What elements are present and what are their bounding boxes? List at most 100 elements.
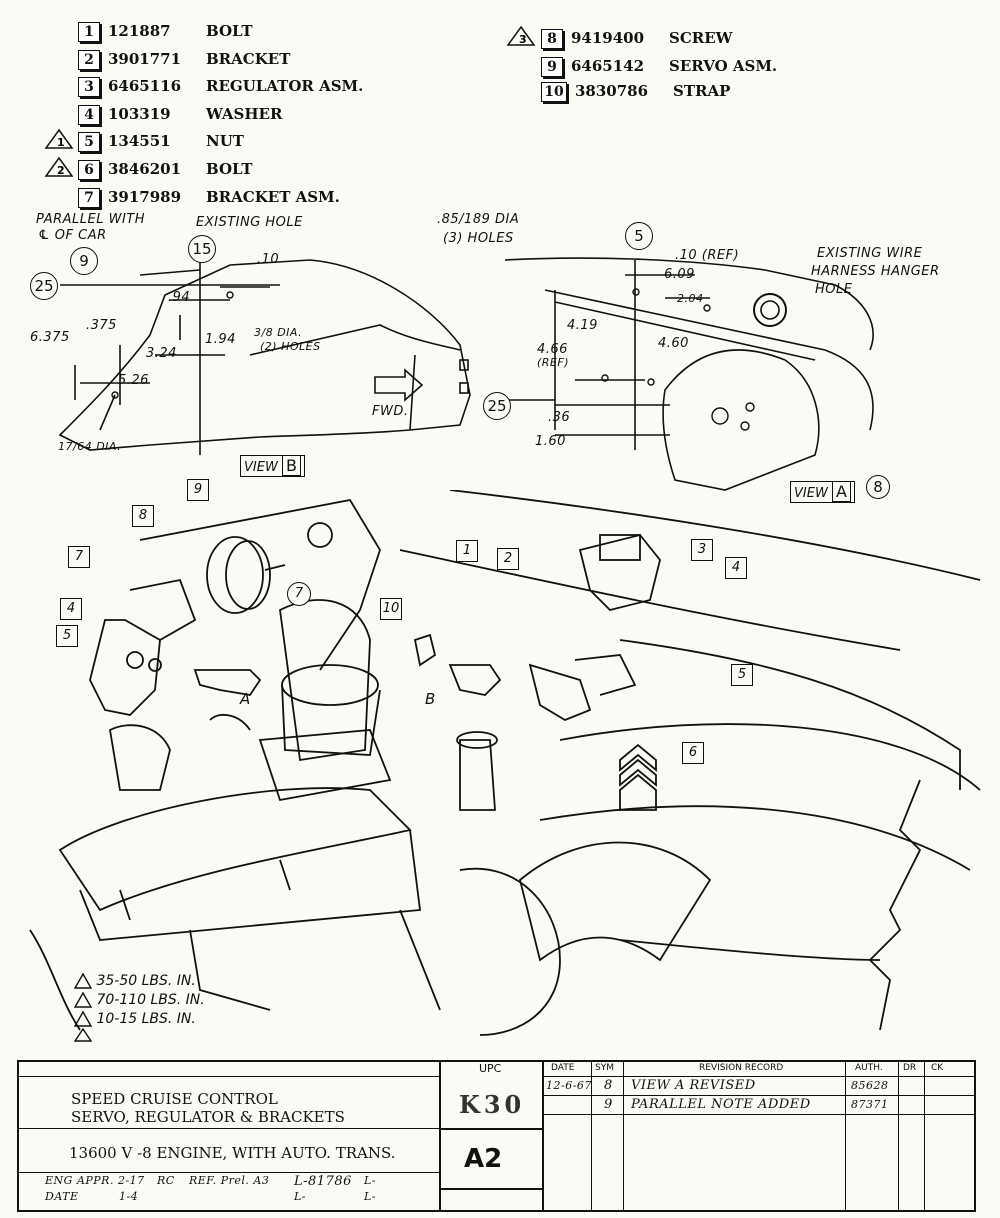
part-name: BRACKET (206, 50, 291, 68)
torque-note-triangle: 1 (44, 128, 74, 149)
parts-row: 10 3830786 STRAP (541, 80, 730, 102)
header-date: DATE (551, 1063, 575, 1073)
header-auth: AUTH. (855, 1063, 883, 1073)
parts-row: 2 3901771 BRACKET (78, 48, 290, 70)
part-number: 3830786 (575, 82, 649, 100)
callout-box: 3 (691, 539, 713, 561)
drawing-subtitle: SERVO, REGULATOR & BRACKETS (71, 1108, 345, 1126)
callout-box: 4 (60, 598, 82, 620)
existing-hole-note: EXISTING HOLE (196, 215, 303, 230)
torque-note: 70-110 LBS. IN. (73, 991, 205, 1008)
wire-note: HARNESS HANGER (811, 264, 940, 279)
l-field: L- (294, 1190, 307, 1203)
triangle-icon (73, 991, 93, 1008)
view-letter: A (831, 481, 851, 502)
torque-note: 10-15 LBS. IN. (73, 1010, 196, 1027)
part-index: 10 (541, 82, 567, 102)
date-value: 1-4 (119, 1190, 139, 1203)
part-index: 8 (541, 29, 563, 49)
part-name: BOLT (206, 160, 253, 178)
dimension-label: 1.60 (535, 434, 566, 449)
dimension-label: .94 (168, 290, 191, 305)
part-number: 3917989 (108, 188, 182, 206)
part-number: 134551 (108, 132, 171, 150)
torque-text: 70-110 LBS. IN. (96, 992, 205, 1008)
parts-row: 8 9419400 SCREW (541, 27, 733, 49)
view-letter: B (281, 455, 301, 476)
part-name: SCREW (669, 29, 733, 47)
dimension-label: 2.04 (677, 292, 704, 305)
view-word: VIEW (244, 460, 278, 475)
forward-label: FWD. (372, 404, 409, 419)
eng-approval: ENG APPR. 2-17 (45, 1174, 145, 1187)
part-name: WASHER (206, 105, 283, 123)
callout-box: 2 (497, 548, 519, 570)
header-dr: DR (903, 1063, 917, 1073)
dimension-label: 5.26 (118, 373, 149, 388)
l-field: L- (364, 1190, 377, 1203)
hole-note: (2) HOLES (260, 340, 321, 353)
dimension-label: .10 (REF) (675, 248, 740, 263)
view-word: VIEW (794, 486, 828, 501)
holes-note: (3) HOLES (443, 231, 514, 246)
section-code: A2 (464, 1144, 503, 1174)
torque-text: 10-15 LBS. IN. (96, 1011, 196, 1027)
callout-box: 10 (380, 598, 402, 620)
parallel-note: PARALLEL WITH (36, 212, 145, 227)
revision-text: PARALLEL NOTE ADDED (631, 1097, 811, 1112)
part-number: 6465116 (108, 77, 182, 95)
arrow-a-label: A (240, 690, 251, 708)
note-number: 1 (57, 136, 65, 149)
part-index: 4 (78, 105, 100, 125)
dimension-label: 3.24 (146, 346, 177, 361)
part-index: 6 (78, 160, 100, 180)
title-block: SPEED CRUISE CONTROL SERVO, REGULATOR & … (17, 1060, 976, 1212)
callout-box: 6 (682, 742, 704, 764)
part-name: STRAP (673, 82, 731, 100)
part-name: BRACKET ASM. (206, 188, 340, 206)
callout-box: 5 (731, 664, 753, 686)
triangle-icon (73, 972, 93, 989)
dimension-label: .10 (257, 252, 280, 267)
callout-box: 8 (132, 505, 154, 527)
callout-circle: 15 (188, 235, 216, 263)
reference: REF. Prel. A3 (189, 1174, 270, 1187)
part-index: 9 (541, 57, 563, 77)
part-index: 3 (78, 77, 100, 97)
upc-value: K30 (459, 1090, 526, 1119)
upc-label: UPC (479, 1062, 502, 1075)
revision-auth: 87371 (851, 1098, 889, 1111)
part-number: 3901771 (108, 50, 182, 68)
dimension-label: .375 (86, 318, 117, 333)
torque-note-triangle: 3 (506, 25, 536, 46)
hole-note: 17/64 DIA. (58, 440, 122, 453)
part-name: BOLT (206, 22, 253, 40)
revision-sym: 8 (604, 1078, 613, 1093)
part-number: 9419400 (571, 29, 645, 47)
dimension-label: 4.60 (658, 336, 689, 351)
part-index: 5 (78, 132, 100, 152)
dimension-label: 4.66 (537, 342, 568, 357)
triangle-icon (73, 1010, 93, 1027)
parts-row: 5 134551 NUT (78, 130, 244, 152)
callout-box: 1 (456, 540, 478, 562)
part-index: 2 (78, 50, 100, 70)
wire-note: EXISTING WIRE (817, 246, 923, 261)
arrow-b-label: B (425, 690, 436, 708)
callout-circle: 9 (70, 247, 98, 275)
engine-description: 13600 V -8 ENGINE, WITH AUTO. TRANS. (69, 1144, 396, 1162)
callout-box: 5 (56, 625, 78, 647)
part-name: NUT (206, 132, 244, 150)
dimension-label: 6.375 (30, 330, 70, 345)
callout-box: 9 (187, 479, 209, 501)
part-number: 103319 (108, 105, 171, 123)
of-car-note: ℄ OF CAR (38, 228, 107, 243)
callout-circle: 25 (30, 272, 58, 300)
callout-circle: 5 (625, 222, 653, 250)
view-b-label: VIEW B (240, 455, 305, 477)
holes-note: .85/189 DIA (437, 212, 520, 227)
callout-box: 7 (68, 546, 90, 568)
